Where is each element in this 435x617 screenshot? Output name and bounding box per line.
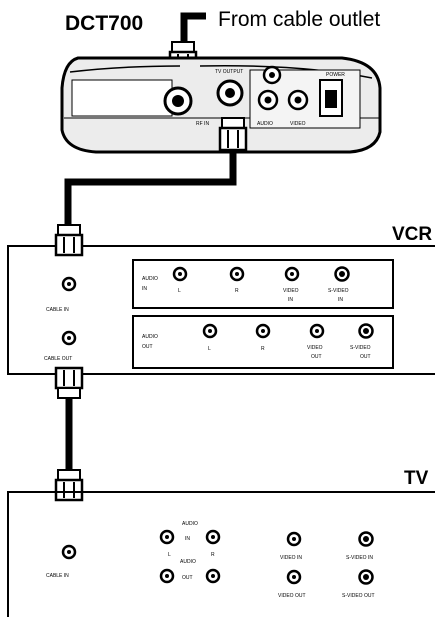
vcr-audio-in-label-bottom: IN	[142, 286, 147, 292]
vcr-audio-out-left-jack	[202, 323, 218, 339]
vcr-cable-out-connector	[54, 366, 84, 399]
tv-video-in-label: VIDEO IN	[280, 555, 302, 561]
tv-audio-in-header: AUDIO	[182, 521, 198, 527]
tv-svideo-in-jack	[358, 531, 374, 547]
dct700-output-connector	[218, 117, 248, 152]
tv-cable-in-port	[61, 544, 77, 560]
tv-title: TV	[404, 468, 429, 489]
vcr-video-in-jack	[284, 266, 300, 282]
dct700-tv-output-port	[216, 79, 244, 107]
vcr-input-panel	[132, 259, 394, 309]
vcr-cable-out-label: CABLE OUT	[44, 356, 72, 362]
tv-video-out-label: VIDEO OUT	[278, 593, 306, 599]
device-name-label: DCT700	[65, 12, 143, 35]
dct700-rca-ports	[257, 65, 309, 111]
dct700-audio-label: AUDIO	[257, 121, 273, 127]
vcr-audio-in-left-jack	[172, 266, 188, 282]
vcr-cable-in-port	[61, 276, 77, 292]
vcr-svideo-out-label-top: S-VIDEO	[350, 345, 371, 351]
dct700-rf-in-port	[163, 86, 193, 116]
tv-svideo-in-label: S-VIDEO IN	[346, 555, 373, 561]
tv-audio-in-label: IN	[185, 536, 190, 542]
tv-video-out-jack	[286, 569, 302, 585]
vcr-video-out-label-bottom: OUT	[311, 354, 322, 360]
vcr-video-out-label-top: VIDEO	[307, 345, 323, 351]
vcr-cable-in-label: CABLE IN	[46, 307, 69, 313]
vcr-audio-out-right-jack	[255, 323, 271, 339]
tv-cable-in-label: CABLE IN	[46, 573, 69, 579]
vcr-audio-in-label-top: AUDIO	[142, 276, 158, 282]
vcr-video-in-label-bottom: IN	[288, 297, 293, 303]
vcr-audio-in-right-jack	[229, 266, 245, 282]
dct700-power-connector	[319, 79, 343, 117]
vcr-svideo-in-label-top: S-VIDEO	[328, 288, 349, 294]
vcr-audio-in-right-label: R	[235, 288, 239, 294]
vcr-box	[7, 245, 435, 375]
vcr-audio-out-left-label: L	[208, 346, 211, 352]
tv-audio-out-right-jack	[205, 568, 221, 584]
source-label: From cable outlet	[218, 8, 380, 31]
dct700-video-label: VIDEO	[290, 121, 306, 127]
tv-right-label: R	[211, 552, 215, 558]
vcr-audio-in-left-label: L	[178, 288, 181, 294]
tv-audio-out-left-jack	[159, 568, 175, 584]
tv-svideo-out-label: S-VIDEO OUT	[342, 593, 375, 599]
tv-svideo-out-jack	[358, 569, 374, 585]
dct700-tv-output-label: TV OUTPUT	[215, 69, 243, 75]
cable-dct700-to-vcr	[64, 150, 237, 228]
tv-video-in-jack	[286, 531, 302, 547]
vcr-audio-out-label-bottom: OUT	[142, 344, 153, 350]
vcr-svideo-out-label-bottom: OUT	[360, 354, 371, 360]
vcr-cable-in-connector	[54, 224, 84, 257]
tv-audio-in-right-jack	[205, 529, 221, 545]
tv-box	[7, 491, 435, 617]
tv-audio-out-header: AUDIO	[180, 559, 196, 565]
vcr-video-in-label-top: VIDEO	[283, 288, 299, 294]
tv-cable-in-connector	[54, 469, 84, 502]
dct700-rf-in-label: RF IN	[196, 121, 209, 127]
vcr-cable-out-port	[61, 330, 77, 346]
outlet-cable	[180, 12, 206, 44]
tv-audio-in-left-jack	[159, 529, 175, 545]
vcr-svideo-out-jack	[358, 323, 374, 339]
vcr-svideo-in-jack	[334, 266, 350, 282]
tv-left-label: L	[168, 552, 171, 558]
vcr-video-out-jack	[309, 323, 325, 339]
vcr-audio-out-label-top: AUDIO	[142, 334, 158, 340]
vcr-title: VCR	[392, 224, 432, 245]
tv-audio-out-label: OUT	[182, 575, 193, 581]
dct700-power-label: POWER	[326, 72, 345, 78]
vcr-audio-out-right-label: R	[261, 346, 265, 352]
vcr-svideo-in-label-bottom: IN	[338, 297, 343, 303]
